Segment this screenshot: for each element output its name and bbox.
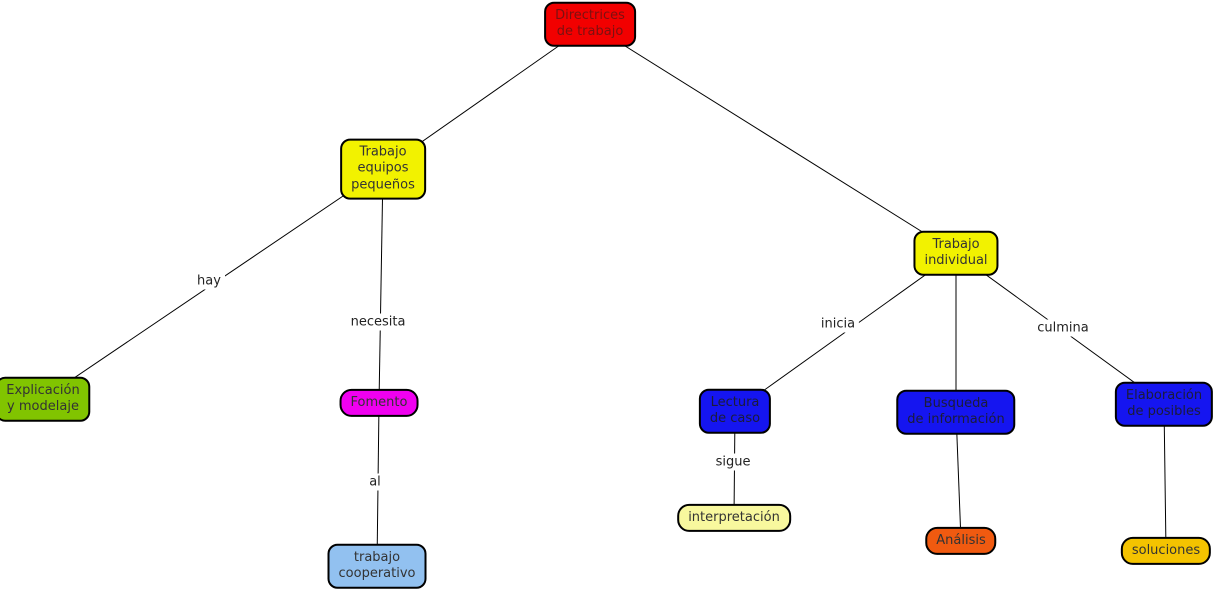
edge-label-inicia[interactable]: inicia xyxy=(816,315,860,333)
concept-node-fomento[interactable]: Fomento xyxy=(339,388,419,418)
concept-node-busqueda-informacion[interactable]: Busqueda de información xyxy=(896,389,1016,435)
edge-label-necesita[interactable]: necesita xyxy=(346,313,410,331)
concept-node-explicacion-modelaje[interactable]: Explicación y modelaje xyxy=(0,376,91,422)
concept-node-soluciones[interactable]: soluciones xyxy=(1120,536,1212,566)
concept-node-analisis[interactable]: Análisis xyxy=(925,526,997,556)
concept-node-lectura-de-caso[interactable]: Lectura de caso xyxy=(698,388,772,434)
concept-node-trabajo-equipos[interactable]: Trabajo equipos pequeños xyxy=(340,138,426,200)
edge-line-trabajo-equipos--fomento xyxy=(378,168,384,404)
edge-line-directrices-de-trabajo--trabajo-individual xyxy=(589,23,957,254)
concept-node-trabajo-cooperativo[interactable]: trabajo cooperativo xyxy=(327,543,427,589)
edge-line-elaboracion-posibles--soluciones xyxy=(1163,403,1167,552)
edge-label-culmina[interactable]: culmina xyxy=(1033,319,1093,337)
edge-label-hay[interactable]: hay xyxy=(193,272,225,290)
edge-label-al[interactable]: al xyxy=(365,473,385,491)
concept-node-directrices-de-trabajo[interactable]: Directrices de trabajo xyxy=(544,1,636,47)
edge-label-sigue[interactable]: sigue xyxy=(711,453,755,471)
concept-node-elaboracion-posibles[interactable]: Elaboración de posibles xyxy=(1114,381,1213,427)
concept-node-trabajo-individual[interactable]: Trabajo individual xyxy=(913,230,999,276)
concept-node-interpretacion[interactable]: interpretación xyxy=(677,503,791,533)
